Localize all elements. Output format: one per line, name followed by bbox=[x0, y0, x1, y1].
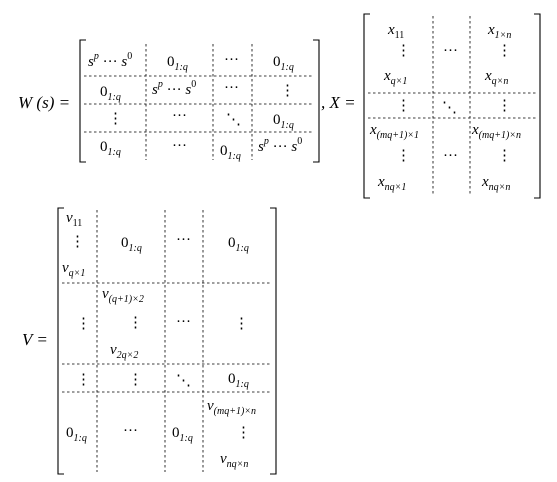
x-cell: x(mq+1)×n bbox=[471, 122, 521, 141]
w-cell-hdots: ··· bbox=[224, 52, 239, 68]
x-left-bracket bbox=[363, 13, 370, 199]
w-cell-hdots: ··· bbox=[172, 108, 187, 124]
w-cell-zero: 01:q bbox=[100, 84, 121, 103]
x-cell-vdots: ⋮ bbox=[497, 148, 512, 164]
x-cell-vdots: ⋮ bbox=[497, 98, 512, 114]
x-cell: xnq×n bbox=[481, 174, 510, 193]
x-cell: xq×1 bbox=[383, 68, 407, 87]
v-cell-vdots: ⋮ bbox=[128, 372, 143, 388]
w-cell-hdots: ··· bbox=[172, 138, 187, 154]
w-left-bracket bbox=[79, 39, 86, 163]
x-cell: x(mq+1)×1 bbox=[369, 122, 419, 141]
v-cell: vq×1 bbox=[62, 260, 85, 279]
v-cell-vdots: ⋮ bbox=[76, 316, 91, 332]
w-label: W (s) = bbox=[18, 93, 70, 112]
x-cell-vdots: ⋮ bbox=[396, 148, 411, 164]
v-cell-hdots: ··· bbox=[176, 232, 191, 248]
x-cell-ddots: ⋱ bbox=[442, 100, 457, 116]
x-cell: xnq×1 bbox=[377, 174, 406, 193]
x-label: , X = bbox=[321, 93, 356, 112]
x-cell-hdots: ··· bbox=[443, 43, 458, 59]
v-cell: vnq×n bbox=[220, 451, 248, 470]
v-cell: v(mq+1)×n bbox=[207, 398, 256, 417]
v-label: V = bbox=[22, 330, 48, 349]
v-cell-zero: 01:q bbox=[228, 235, 249, 254]
w-cell-s-poly: sp ··· s0 bbox=[258, 136, 302, 155]
w-cell-vdots: ⋮ bbox=[108, 111, 123, 127]
x-cell: x1×n bbox=[487, 22, 511, 41]
equation-v: V = v11 ⋮ vq×1 01:q ··· 01:q ⋮ v(q+1)×2 … bbox=[22, 207, 277, 475]
w-cell-s-poly: sp ··· s0 bbox=[152, 79, 196, 98]
v-right-bracket bbox=[270, 207, 277, 475]
x-cell-hdots: ··· bbox=[443, 148, 458, 164]
v-cell-zero: 01:q bbox=[66, 425, 87, 444]
x-cell-vdots: ⋮ bbox=[396, 98, 411, 114]
v-cell: v(q+1)×2 bbox=[102, 286, 144, 305]
x-right-bracket bbox=[534, 13, 541, 199]
v-cell: v2q×2 bbox=[110, 342, 138, 361]
w-cell-zero: 01:q bbox=[273, 54, 294, 73]
w-cell-zero: 01:q bbox=[273, 112, 294, 131]
v-cell-zero: 01:q bbox=[228, 371, 249, 390]
w-cell-hdots: ··· bbox=[224, 80, 239, 96]
v-cell: v11 bbox=[66, 210, 82, 229]
v-cell-hdots: ··· bbox=[123, 423, 138, 439]
v-cell-hdots: ··· bbox=[176, 314, 191, 330]
x-cell: xq×n bbox=[484, 68, 508, 87]
w-right-bracket bbox=[313, 39, 320, 163]
equation-w: W (s) = sp ··· s0 01:q ··· 01:q 01:q sp … bbox=[18, 39, 356, 163]
v-cell-vdots: ⋮ bbox=[236, 425, 251, 441]
v-cell-vdots: ⋮ bbox=[234, 316, 249, 332]
x-cell: x11 bbox=[387, 22, 404, 41]
w-cell-vdots: ⋮ bbox=[280, 83, 295, 99]
v-cell-vdots: ⋮ bbox=[128, 315, 143, 331]
v-cell-vdots: ⋮ bbox=[76, 372, 91, 388]
v-cell-zero: 01:q bbox=[172, 425, 193, 444]
v-cell-ddots: ⋱ bbox=[176, 373, 191, 389]
v-cell-zero: 01:q bbox=[121, 235, 142, 254]
v-left-bracket bbox=[57, 207, 64, 475]
w-cell-zero: 01:q bbox=[167, 54, 188, 73]
x-cell-vdots: ⋮ bbox=[497, 43, 512, 59]
v-cell-vdots: ⋮ bbox=[70, 234, 85, 250]
w-cell-zero: 01:q bbox=[100, 139, 121, 158]
w-cell-zero: 01:q bbox=[220, 143, 241, 162]
equation-x: x11 x1×n ⋮ ··· ⋮ xq×1 xq×n ⋮ ⋱ ⋮ x(mq+1)… bbox=[363, 13, 541, 199]
w-cell-ddots: ⋱ bbox=[226, 112, 241, 128]
w-cell-s-poly: sp ··· s0 bbox=[88, 51, 132, 70]
x-cell-vdots: ⋮ bbox=[396, 43, 411, 59]
